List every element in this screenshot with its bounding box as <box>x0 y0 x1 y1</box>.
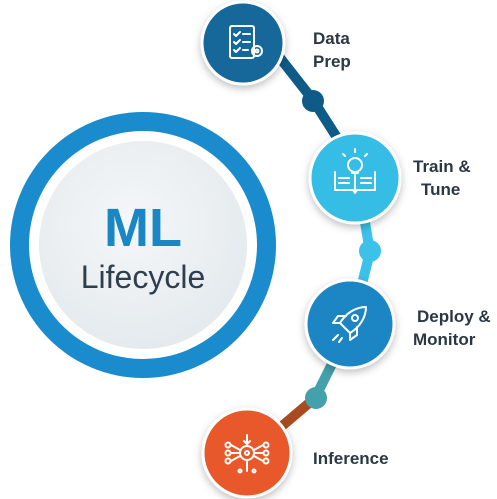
step-label-inference: Inference <box>313 447 389 470</box>
step-label-line: Data <box>313 29 350 48</box>
ring-inner-bg <box>39 141 247 349</box>
step-label-line: Inference <box>313 449 389 468</box>
step-label-line: Prep <box>313 52 351 71</box>
step-data-prep <box>200 0 286 86</box>
rocket-icon <box>332 306 367 343</box>
step-label-train-tune: Train & Tune <box>413 155 471 201</box>
checklist-gear-icon <box>229 25 263 59</box>
step-label-line: Train & <box>413 157 471 176</box>
center-subtitle: Lifecycle <box>80 259 206 295</box>
step-label-data-prep: Data Prep <box>313 27 351 73</box>
step-inference <box>201 407 293 499</box>
step-label-line: Monitor <box>413 330 476 349</box>
step-deploy-monitor <box>304 278 396 370</box>
connector-dot-3 <box>305 387 327 409</box>
lifecycle-ring <box>10 112 276 378</box>
step-label-line: Tune <box>421 180 461 199</box>
step-circle-inference <box>201 407 293 499</box>
step-circle-deploy-monitor <box>304 278 396 370</box>
step-train-tune <box>308 131 402 225</box>
lightbulb-book-icon <box>334 148 376 194</box>
step-label-line: Deploy & <box>417 307 491 326</box>
connector-dot-1 <box>302 90 324 112</box>
center-title: ML <box>104 198 182 258</box>
connector-dot-2 <box>359 240 381 262</box>
step-label-deploy-monitor: Deploy & Monitor <box>413 305 491 351</box>
neural-network-icon <box>224 434 270 474</box>
